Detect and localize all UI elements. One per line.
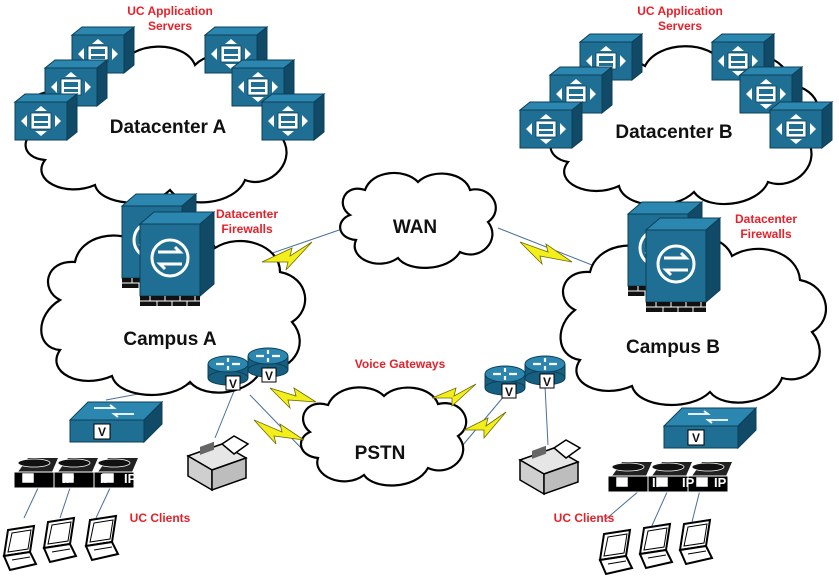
firewalls-b <box>626 200 722 314</box>
v-badge <box>501 383 517 399</box>
switch-icon <box>69 401 163 443</box>
datacenter-b-label: Datacenter B <box>615 122 732 143</box>
switch-b: V <box>663 407 757 449</box>
laptops-a <box>3 515 119 571</box>
v-badge <box>93 423 111 440</box>
pstn-link-a-bolt-1 <box>269 387 317 410</box>
firewall-icon <box>644 216 722 314</box>
firewalls-b-label-line2: Firewalls <box>740 227 792 241</box>
server-icon <box>519 101 583 149</box>
v-mark: V <box>98 425 106 439</box>
ip-phone-icon <box>13 457 59 489</box>
laptop-icon <box>43 517 77 563</box>
uc-servers-b-label-line1: UC Application <box>637 4 723 18</box>
firewalls-b-label-line1: Datacenter <box>735 212 797 226</box>
ip-phone-icon <box>607 461 653 493</box>
ip-mark: IP <box>682 475 695 490</box>
pstn-link-a-bolt-2 <box>253 419 305 445</box>
link-laptop-a <box>23 487 39 519</box>
pstn-label: PSTN <box>355 443 406 464</box>
uc-servers-b-label-line2: Servers <box>658 19 702 33</box>
ip-mark: IP <box>714 475 727 490</box>
v-badge <box>687 429 705 446</box>
voice-gateways-a: V V <box>206 346 290 391</box>
laptops-b <box>599 519 713 575</box>
firewalls-a-label-line2: Firewalls <box>221 222 273 236</box>
campus-a-label: Campus A <box>123 329 217 350</box>
firewall-icon <box>138 210 216 308</box>
ip-mark: IP <box>62 471 75 486</box>
lightning-link-icon <box>253 241 573 445</box>
link-laptop-a2 <box>59 487 71 519</box>
link-laptop-b2 <box>649 489 669 531</box>
v-mark: V <box>543 375 551 389</box>
campus-b-label: Campus B <box>626 337 720 358</box>
v-badge <box>539 373 555 389</box>
fax-icon <box>187 435 249 491</box>
pstn-cloud <box>300 386 468 487</box>
switch-icon <box>663 407 757 449</box>
ip-mark: IP <box>100 471 113 486</box>
uc-clients-a-label: UC Clients <box>130 511 191 525</box>
link-gateway-a-pstn <box>249 394 306 453</box>
server-icon <box>261 93 325 141</box>
link-gateway-a-fax <box>214 385 237 439</box>
server-icon <box>769 101 833 149</box>
voice-gateways-b: V V <box>483 354 567 399</box>
voice-gateways-label: Voice Gateways <box>355 357 446 371</box>
uc-clients-b-label: UC Clients <box>554 511 615 525</box>
ip-phone-icon <box>53 457 99 489</box>
switch-a: V <box>69 401 163 443</box>
v-mark: V <box>692 431 700 445</box>
v-mark: V <box>229 377 237 391</box>
ip-phones-b: IP IP IP <box>607 461 733 493</box>
v-badge <box>225 375 241 391</box>
wan-label: WAN <box>393 217 437 238</box>
v-mark: V <box>505 385 513 399</box>
ip-mark: IP <box>124 471 137 486</box>
pstn-link-b-bolt-2 <box>463 411 507 440</box>
v-mark: V <box>265 369 273 383</box>
wan-cloud <box>339 171 497 269</box>
firewalls-a-label-line1: Datacenter <box>216 207 278 221</box>
pstn-link-b-bolt-1 <box>431 383 477 407</box>
uc-servers-a-label-line1: UC Application <box>127 4 213 18</box>
ip-mark: IP <box>652 475 665 490</box>
laptop-icon <box>679 519 713 565</box>
v-badge <box>261 367 277 383</box>
wan-link-b-bolt <box>519 241 573 266</box>
datacenter-a-label: Datacenter A <box>110 117 227 138</box>
link-laptop-a3 <box>95 487 111 519</box>
link-laptop-b <box>604 489 641 521</box>
wan-link-a-bolt <box>261 241 313 271</box>
ip-phones-a: IP IP IP <box>13 457 139 489</box>
laptop-icon <box>3 525 37 571</box>
link-gateway-b-fax <box>544 385 549 446</box>
laptop-icon <box>599 529 633 575</box>
server-icon <box>14 93 78 141</box>
fax-icon <box>519 439 581 495</box>
laptop-icon <box>85 515 119 561</box>
laptop-icon <box>639 523 673 569</box>
uc-servers-a-label-line2: Servers <box>148 19 192 33</box>
